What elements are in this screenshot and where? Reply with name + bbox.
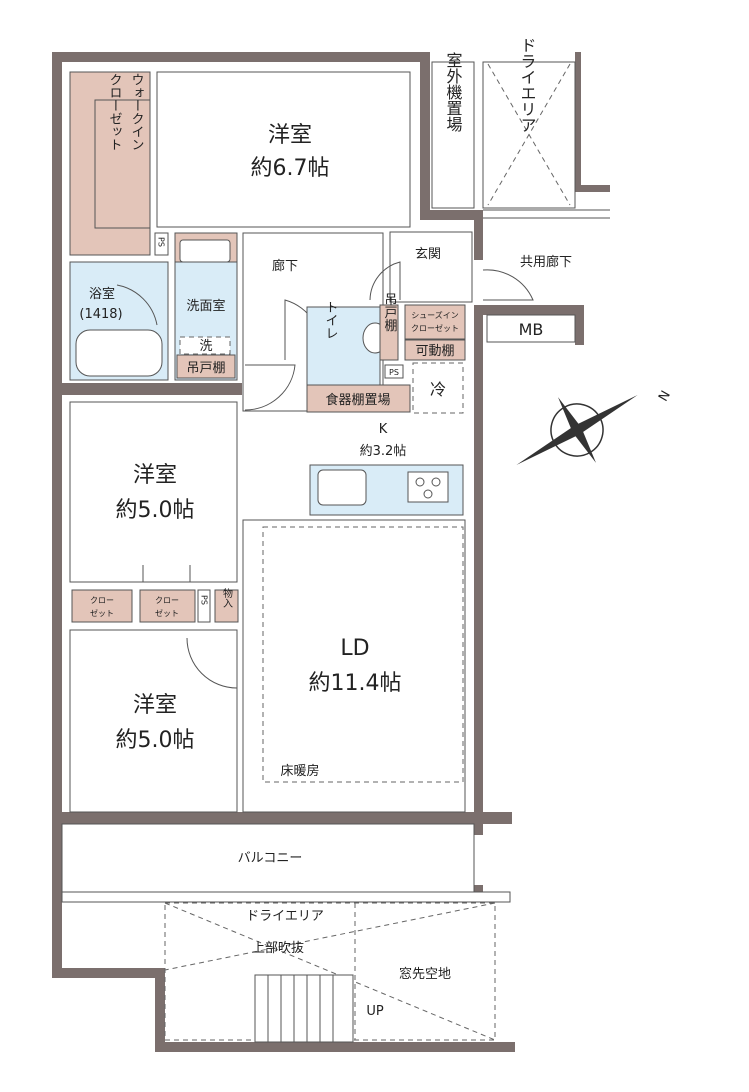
sink [317, 469, 367, 506]
shoes-closet-label-2: クローゼット [411, 323, 459, 333]
shoes-in-closet [404, 304, 466, 340]
outdoor-unit-label: 室外機置場 [444, 52, 463, 133]
living-dining [242, 519, 466, 813]
hallway-label: 廊下 [272, 258, 298, 274]
closet-1-label-2: ゼット [90, 608, 114, 618]
compass-icon [516, 395, 638, 465]
movable-shelf [404, 339, 466, 361]
closet-2-label-2: ゼット [155, 608, 179, 618]
ps-1-label: PS [157, 237, 166, 247]
walk-in-closet-label-2: クローゼット [107, 73, 123, 151]
mb-label: MB [519, 320, 544, 339]
ld-name: LD [340, 636, 369, 661]
common-corridor-label: 共用廊下 [520, 254, 572, 270]
storage-label: 物入 [221, 587, 233, 608]
window-space-label: 窓先空地 [399, 966, 451, 982]
entrance-label: 玄関 [415, 247, 441, 262]
toilet-label: トイレ [323, 301, 338, 340]
kitchen-size: 約3.2帖 [360, 444, 407, 459]
dry-area-bottom-label-1: ドライエリア [246, 909, 324, 924]
cupboard-space [306, 384, 411, 413]
western-room-1-size: 約6.7帖 [251, 156, 330, 181]
western-room-1-name: 洋室 [268, 123, 312, 148]
up-label: UP [366, 1004, 384, 1019]
bathroom-label: 浴室 [89, 286, 115, 302]
western-room-1 [156, 71, 411, 228]
closet-2 [139, 589, 196, 623]
ps-3 [197, 589, 211, 623]
floor-heating-area [262, 526, 464, 783]
balcony-label: バルコニー [238, 851, 303, 866]
compass-north-label: N [656, 388, 674, 404]
ps-2 [384, 364, 404, 379]
closet-1 [71, 589, 133, 623]
western-room-2 [69, 401, 238, 583]
western-room-2-name: 洋室 [133, 463, 177, 488]
floor-heating-label: 床暖房 [280, 763, 319, 779]
washroom-cabinet-label: 吊戸棚 [186, 361, 225, 376]
mb-box [486, 314, 576, 343]
washer-label: 洗 [199, 339, 212, 354]
toilet-cabinet-label: 吊戸棚 [382, 293, 398, 332]
bathtub [75, 329, 163, 377]
walk-in-closet-label-1: ウォークイン [129, 73, 144, 151]
ps-1 [154, 232, 169, 256]
dry-area-top-label: ドライエリア [518, 37, 537, 133]
stairs [254, 974, 354, 1043]
shoes-closet-label-1: シューズイン [411, 310, 459, 320]
closet-2-label-1: クロー [155, 596, 179, 605]
stove [407, 471, 449, 503]
ps-3-label: PS [200, 595, 209, 605]
dry-area-bottom-label-2: 上部吹抜 [252, 940, 304, 956]
western-room-3-size: 約5.0帖 [116, 728, 195, 753]
storage [214, 589, 239, 623]
washroom-label: 洗面室 [186, 298, 225, 314]
washroom-cabinet [176, 354, 236, 379]
walls [52, 52, 610, 1052]
entrance [389, 231, 473, 303]
fridge-space [412, 362, 464, 414]
kitchen-name: K [379, 422, 388, 437]
toilet-cabinet [379, 304, 399, 361]
fridge-label: 冷 [430, 380, 446, 399]
western-room-2-size: 約5.0帖 [116, 498, 195, 523]
bathroom-size: (1418) [79, 307, 122, 322]
balcony [61, 823, 475, 893]
ps-2-label: PS [389, 368, 399, 377]
ld-size: 約11.4帖 [309, 671, 402, 696]
outdoor-unit-area [431, 61, 475, 209]
western-room-3 [69, 629, 238, 813]
western-room-3-name: 洋室 [133, 693, 177, 718]
movable-shelf-label: 可動棚 [415, 344, 454, 359]
dry-area-top [482, 61, 576, 209]
closet-1-label-1: クロー [90, 596, 114, 605]
cupboard-label: 食器棚置場 [325, 392, 390, 408]
